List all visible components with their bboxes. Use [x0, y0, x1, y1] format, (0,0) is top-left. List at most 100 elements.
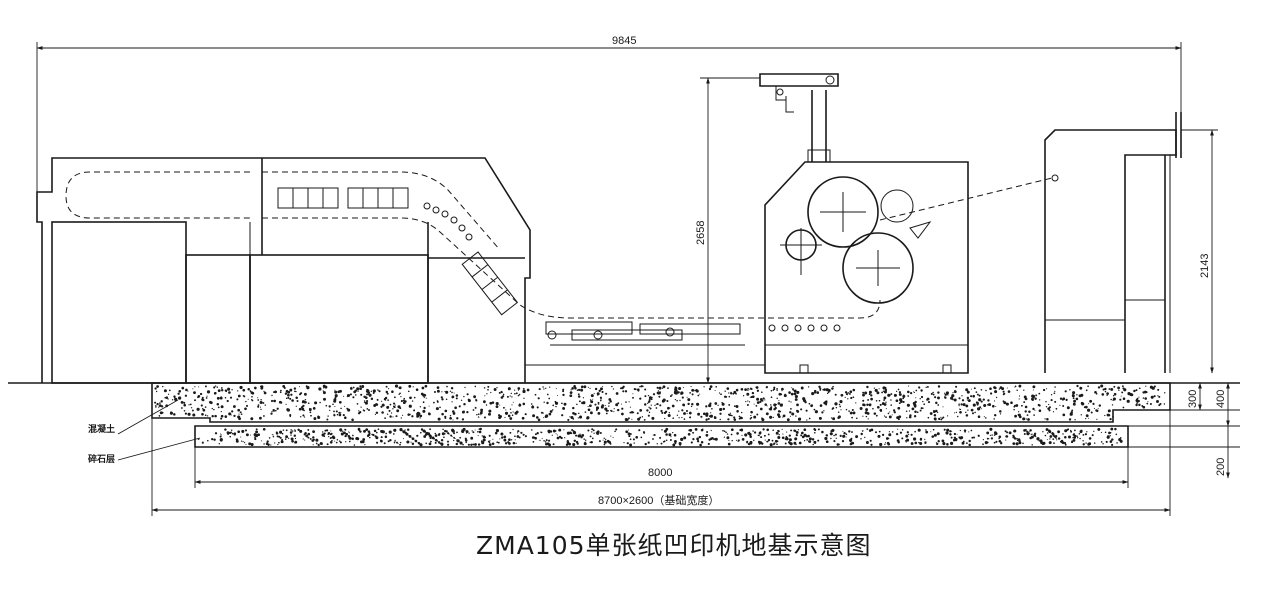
speckle: [272, 434, 274, 436]
speckle: [678, 417, 680, 419]
speckle: [665, 433, 668, 436]
speckle: [681, 409, 684, 412]
speckle: [1094, 390, 1097, 394]
speckle: [784, 442, 787, 445]
speckle: [510, 392, 512, 395]
speckle: [335, 410, 338, 413]
speckle: [1056, 439, 1058, 441]
speckle: [160, 400, 163, 403]
speckle: [165, 396, 169, 399]
speckle: [380, 429, 384, 433]
speckle: [413, 396, 416, 399]
speckle: [294, 440, 298, 444]
speckle: [746, 440, 749, 443]
speckle: [601, 390, 604, 393]
speckle: [322, 390, 324, 392]
speckle: [496, 386, 498, 389]
speckle: [966, 399, 968, 401]
speckle: [861, 430, 864, 432]
speckle: [299, 429, 303, 433]
speckle: [945, 431, 949, 435]
speckle: [441, 432, 445, 436]
speckle: [819, 387, 822, 390]
speckle: [551, 409, 554, 411]
speckle: [577, 388, 581, 392]
speckle: [814, 428, 817, 432]
speckle: [425, 397, 427, 399]
speckle: [450, 386, 454, 390]
speckle: [653, 433, 656, 437]
speckle: [992, 404, 995, 408]
speckle: [1081, 402, 1085, 406]
speckle: [604, 405, 606, 407]
speckle: [664, 417, 666, 420]
speckle: [741, 434, 743, 437]
speckle: [515, 392, 518, 395]
speckle: [455, 442, 459, 446]
speckle: [779, 403, 783, 407]
speckle: [1111, 443, 1114, 446]
speckle: [154, 401, 157, 404]
speckle: [690, 441, 693, 444]
speckle: [688, 429, 691, 432]
speckle: [263, 390, 265, 393]
speckle: [859, 407, 863, 410]
speckle: [1006, 387, 1008, 389]
speckle: [399, 392, 401, 395]
speckle: [449, 414, 452, 417]
speckle: [206, 390, 211, 394]
speckle: [516, 432, 519, 434]
speckle: [543, 440, 545, 442]
speckle: [720, 393, 722, 396]
speckle: [460, 399, 463, 401]
speckle: [168, 389, 171, 392]
speckle: [237, 390, 239, 392]
speckle: [1088, 437, 1092, 440]
speckle: [770, 406, 773, 409]
speckle: [1050, 399, 1053, 402]
speckle: [735, 392, 737, 395]
speckle: [244, 407, 247, 411]
speckle: [868, 403, 872, 407]
speckle: [977, 407, 981, 411]
speckle: [359, 430, 362, 433]
speckle: [358, 429, 360, 432]
speckle: [213, 408, 215, 411]
speckle: [913, 415, 917, 418]
speckle: [376, 398, 379, 401]
speckle: [908, 410, 911, 412]
speckle: [267, 443, 270, 447]
speckle: [924, 438, 926, 440]
speckle: [1138, 387, 1141, 390]
speckle: [705, 433, 709, 437]
guide-rollers: [423, 202, 473, 241]
speckle: [1050, 394, 1053, 396]
speckle: [397, 405, 401, 409]
speckle: [354, 389, 358, 392]
speckle: [616, 408, 620, 412]
speckle: [312, 430, 316, 434]
speckle: [522, 433, 525, 436]
speckle: [945, 391, 949, 395]
speckle: [193, 391, 196, 395]
speckle: [1117, 386, 1120, 390]
speckle: [446, 385, 448, 388]
speckle: [419, 443, 423, 447]
speckle: [279, 391, 282, 394]
speckle: [791, 387, 793, 389]
speckle: [507, 414, 511, 418]
speckle: [1074, 434, 1077, 438]
speckle: [1083, 406, 1086, 409]
speckle: [1106, 394, 1108, 397]
speckle: [1102, 443, 1104, 445]
speckle: [218, 443, 220, 445]
speckle: [271, 394, 273, 397]
speckle: [536, 432, 539, 435]
speckle: [1100, 441, 1103, 443]
speckle: [730, 433, 733, 436]
speckle: [779, 410, 782, 413]
speckle: [1122, 406, 1125, 409]
speckle: [1144, 397, 1147, 400]
speckle: [593, 432, 595, 434]
speckle: [725, 396, 728, 398]
